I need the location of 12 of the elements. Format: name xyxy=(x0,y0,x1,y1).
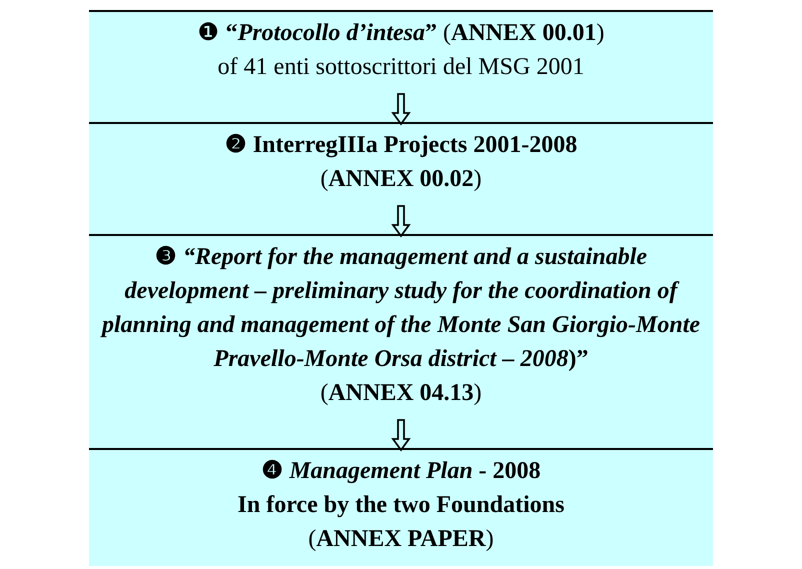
step-text: of 41 enti sottoscrittori del MSG 2001 xyxy=(218,53,584,82)
step-text: ❸ “Report for the management and a sustainable development – preliminary study for the coordination of planning and management of the Monte San Giorgio-Monte Pravello-Monte Orsa district – 2008)” xyxy=(99,243,702,374)
down-arrow xyxy=(391,205,411,238)
step-text: ❶ “Protocollo d’intesa” (ANNEX 00.01) xyxy=(198,19,604,48)
step-text: In force by the two Foundations xyxy=(238,491,564,520)
step-text: (ANNEX PAPER) xyxy=(308,525,494,554)
step-text: (ANNEX 00.02) xyxy=(320,165,482,194)
down-arrow xyxy=(391,93,411,126)
step-text: ❷ InterregIIIa Projects 2001-2008 xyxy=(224,131,578,160)
step-text: (ANNEX 04.13) xyxy=(320,379,482,408)
step-text: ❹ Management Plan - 2008 xyxy=(261,457,541,486)
down-arrow xyxy=(391,419,411,452)
